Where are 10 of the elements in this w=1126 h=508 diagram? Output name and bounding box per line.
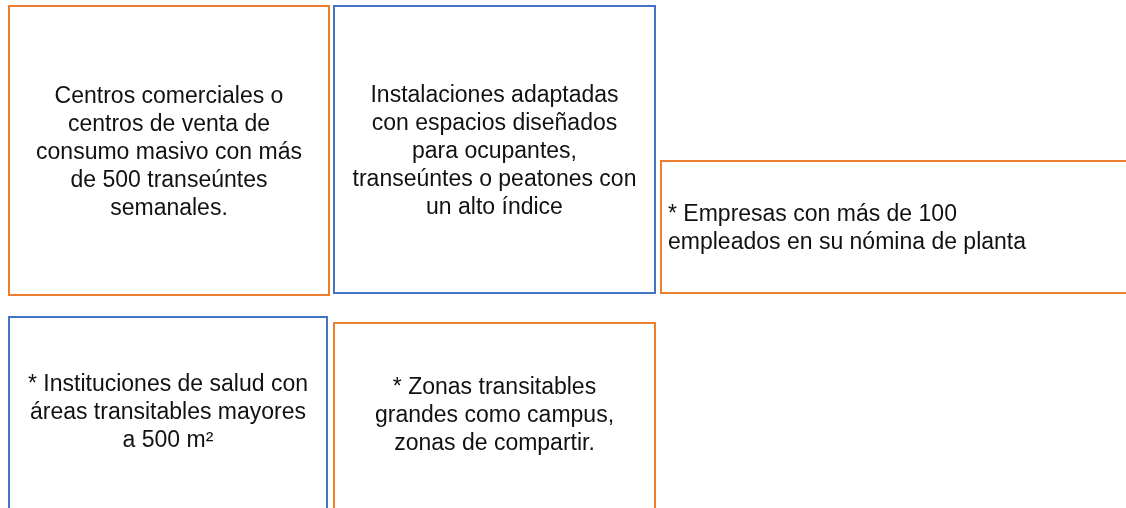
box-text: Instalaciones adaptadas con espacios diseñados para ocupantes, transeúntes o peatones con un alto índice: [351, 79, 638, 220]
box-text: * Zonas transitables grandes como campus, zonas de compartir.: [373, 372, 616, 456]
text-box: [8, 316, 328, 508]
text-box: [8, 5, 330, 296]
box-text: * Empresas con más de 100 empleados en su nómina de planta: [668, 199, 1028, 255]
box-text: * Instituciones de salud con áreas transitables mayores a 500 m²: [27, 369, 309, 453]
text-box: [333, 5, 656, 294]
text-box: [660, 160, 1126, 294]
text-box: [333, 322, 656, 508]
box-text: Centros comerciales o centros de venta de consumo masivo con más de 500 transeúntes semanales.: [35, 80, 303, 221]
